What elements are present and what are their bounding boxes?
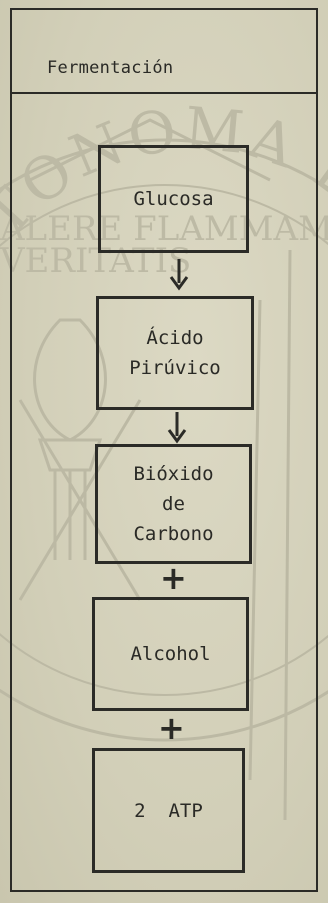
step-label-alcohol: Alcohol <box>130 643 211 665</box>
step-label-atp: 2 ATP <box>134 799 203 822</box>
arrow-down-2 <box>167 412 187 444</box>
arrow-down-1 <box>169 259 189 291</box>
step-box-alcohol: Alcohol <box>92 597 249 711</box>
step-label-glucosa: Glucosa <box>133 188 214 210</box>
seal-motto-line-1: ALERE FLAMMAM <box>0 209 328 249</box>
step-box-bioxido-de-carbono: Bióxido de Carbono <box>95 444 252 564</box>
diagram-title: Fermentación <box>47 58 174 78</box>
seal-motto-line-2: VERITATIS <box>0 241 191 281</box>
seal-torch-drawing <box>18 118 292 821</box>
plus-sign-2: + <box>158 709 185 747</box>
plus-sign-1: + <box>160 559 187 597</box>
step-box-atp: 2 ATP <box>92 748 245 873</box>
title-divider <box>10 92 318 94</box>
step-label-acido-piruvico: Ácido Pirúvico <box>129 327 221 379</box>
diagram-frame <box>10 8 318 892</box>
step-box-acido-piruvico: Ácido Pirúvico <box>96 296 254 410</box>
step-label-bioxido-de-carbono: Bióxido de Carbono <box>133 463 214 545</box>
step-box-glucosa: Glucosa <box>98 145 249 253</box>
